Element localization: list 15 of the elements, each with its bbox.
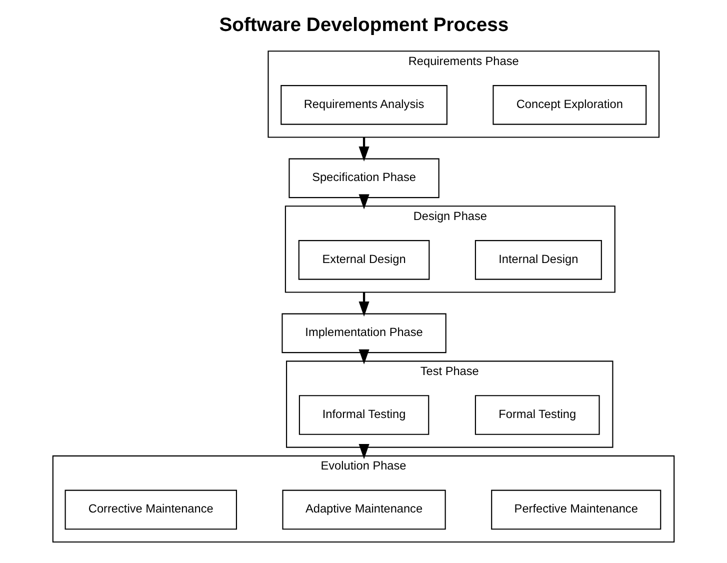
node-box: Concept Exploration (492, 85, 647, 125)
arrow (358, 194, 370, 210)
diagram-title: Software Development Process (219, 14, 509, 36)
arrow (358, 137, 370, 162)
node-box: Formal Testing (474, 395, 600, 435)
node-box: Perfective Maintenance (491, 490, 662, 530)
arrow (358, 292, 370, 317)
node-box: Adaptive Maintenance (282, 490, 446, 530)
node-box: Internal Design (474, 240, 602, 280)
arrow (358, 444, 370, 460)
node-box: Corrective Maintenance (64, 490, 237, 530)
node-box: Informal Testing (298, 395, 430, 435)
node-box: Requirements Analysis (280, 85, 448, 125)
node-box: External Design (298, 240, 430, 280)
arrow (358, 349, 370, 364)
